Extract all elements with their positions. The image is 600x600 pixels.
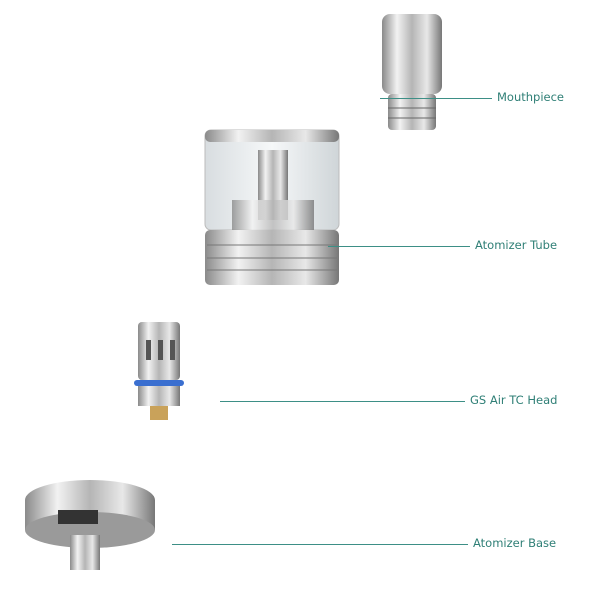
coil-head-leader-line	[220, 401, 465, 402]
mouthpiece-leader-line	[380, 98, 492, 99]
atomizer-base-leader-line	[172, 544, 468, 545]
atomizer-tube-part	[204, 129, 340, 285]
atomizer-tube-label: Atomizer Tube	[475, 238, 558, 252]
atomizer-tube-leader-line	[328, 246, 470, 247]
atomizer-base-label: Atomizer Base	[473, 536, 557, 550]
mouthpiece-part	[382, 14, 442, 130]
atomizer-base-part	[25, 480, 155, 570]
coil-head-part	[134, 322, 184, 420]
coil-head-label: GS Air TC Head	[470, 393, 558, 407]
mouthpiece-label: Mouthpiece	[497, 90, 565, 104]
